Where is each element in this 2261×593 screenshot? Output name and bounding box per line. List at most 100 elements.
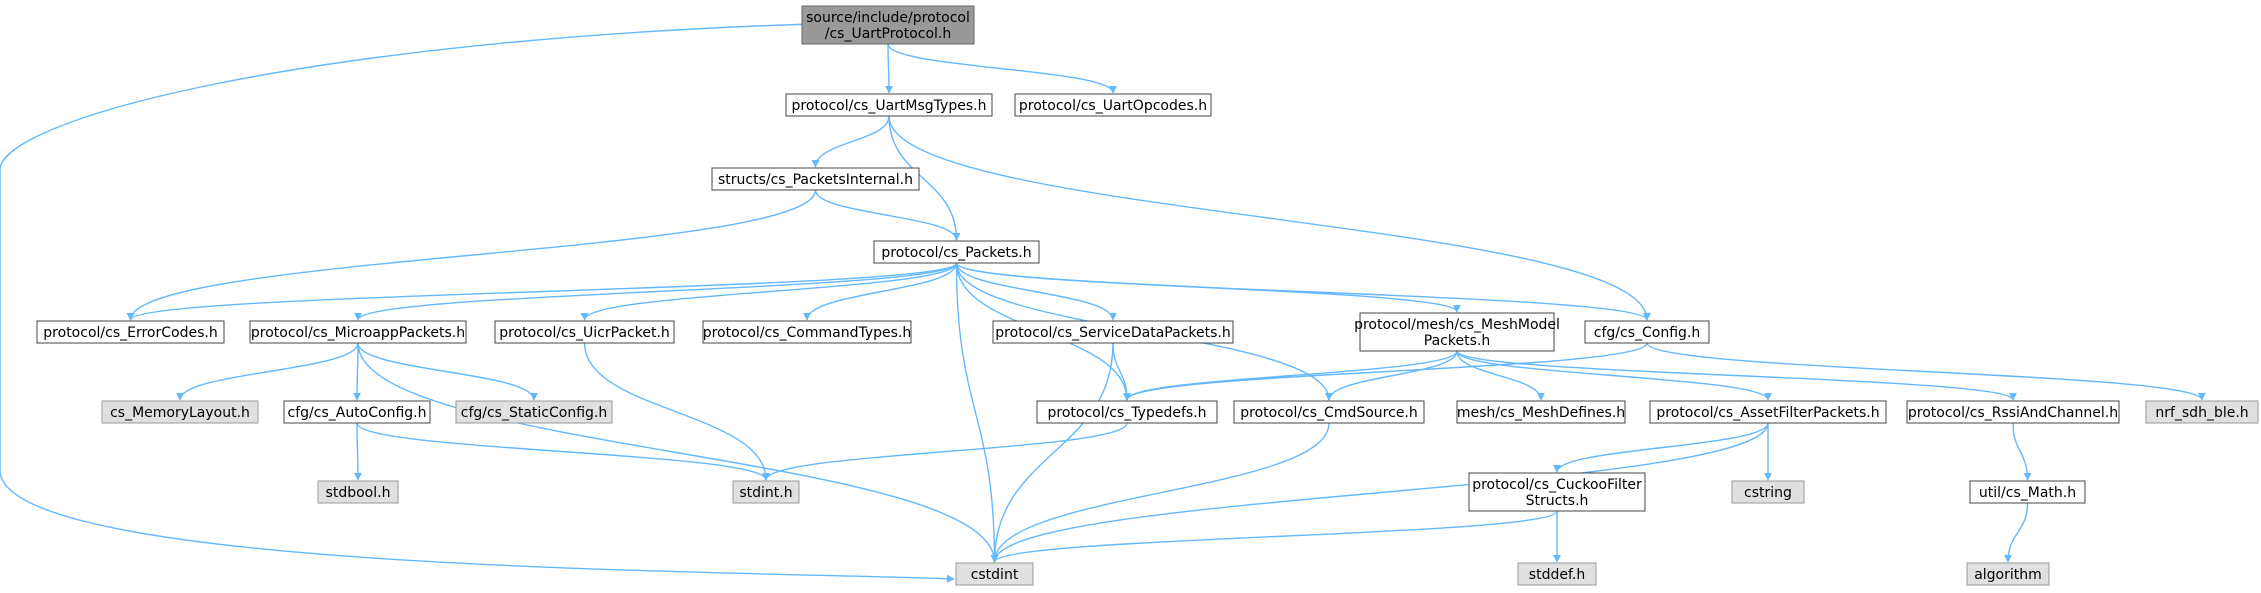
edge-cmdsource-to-cstdint: [990, 422, 1330, 563]
node-config[interactable]: cfg/cs_Config.h: [1584, 320, 1710, 344]
node-label: protocol/cs_Typedefs.h: [1047, 405, 1206, 421]
node-root: source/include/protocol/cs_UartProtocol.…: [801, 5, 975, 45]
edge-packetsinternal-to-errorcodes: [126, 189, 817, 321]
node-label: protocol/cs_UartMsgTypes.h: [792, 98, 987, 114]
dependency-edge: [887, 43, 1117, 94]
dependency-edge: [0, 23, 955, 583]
node-cstdint: cstdint: [955, 562, 1034, 586]
edge-typedefs-to-stdint: [762, 422, 1128, 481]
node-label: structs/cs_PacketsInternal.h: [718, 172, 913, 188]
edges-layer: [0, 23, 2206, 583]
node-box: [1359, 312, 1555, 352]
edge-microapppackets-to-autoconfig: [353, 342, 362, 401]
edge-packets-to-config: [955, 262, 1651, 321]
node-label: mesh/cs_MeshDefines.h: [1457, 405, 1625, 421]
node-box: [494, 320, 675, 344]
dependency-edge: [814, 189, 961, 241]
node-uicrpacket[interactable]: protocol/cs_UicrPacket.h: [494, 320, 675, 344]
node-label: stdint.h: [739, 485, 792, 501]
edge-uartmsgtypes-to-packetsinternal: [811, 115, 890, 168]
node-label: protocol/cs_ServiceDataPackets.h: [995, 325, 1230, 341]
dependency-edge: [1456, 350, 1772, 401]
dependency-edge: [176, 342, 359, 401]
dependency-edge: [955, 262, 1117, 321]
node-packets[interactable]: protocol/cs_Packets.h: [873, 240, 1040, 264]
dependency-edge: [888, 115, 961, 241]
node-box: [1731, 480, 1805, 504]
node-errorcodes[interactable]: protocol/cs_ErrorCodes.h: [36, 320, 225, 344]
node-label: algorithm: [1974, 567, 2042, 583]
edge-meshmodelpackets-to-rssiandchannel: [1456, 350, 2017, 401]
dependency-edge: [990, 422, 1330, 563]
dependency-edge: [353, 422, 362, 481]
node-uartmsgtypes[interactable]: protocol/cs_UartMsgTypes.h: [785, 93, 993, 117]
edge-uicrpacket-to-stdint: [583, 342, 770, 481]
dependency-edge: [583, 342, 770, 481]
node-assetfilterpackets[interactable]: protocol/cs_AssetFilterPackets.h: [1649, 400, 1887, 424]
dependency-edge: [1646, 342, 2206, 401]
edge-packets-to-cstdint: [955, 262, 999, 563]
node-label: cstring: [1744, 485, 1792, 501]
edge-uartmsgtypes-to-config: [888, 115, 1651, 321]
node-cmdsource[interactable]: protocol/cs_CmdSource.h: [1233, 400, 1425, 424]
dependency-edge: [888, 115, 1651, 321]
node-autoconfig[interactable]: cfg/cs_AutoConfig.h: [283, 400, 431, 424]
nodes-layer: source/include/protocol/cs_UartProtocol.…: [36, 5, 2259, 586]
dependency-edge: [1553, 422, 1769, 473]
dependency-edge: [884, 43, 893, 94]
node-typedefs[interactable]: protocol/cs_Typedefs.h: [1036, 400, 1218, 424]
node-box: [711, 167, 920, 191]
node-box: [992, 320, 1234, 344]
node-label: protocol/cs_AssetFilterPackets.h: [1656, 405, 1879, 421]
node-packetsinternal[interactable]: structs/cs_PacketsInternal.h: [711, 167, 920, 191]
node-mathh[interactable]: util/cs_Math.h: [1969, 480, 2086, 504]
node-label: source/include/protocol: [806, 10, 970, 26]
node-label: cstdint: [971, 567, 1019, 583]
node-meshdefines[interactable]: mesh/cs_MeshDefines.h: [1456, 400, 1626, 424]
edge-meshmodelpackets-to-cmdsource: [1325, 350, 1458, 401]
node-memorylayout: cs_MemoryLayout.h: [101, 400, 259, 424]
edge-packetsinternal-to-packets: [814, 189, 961, 241]
dependency-edge: [356, 422, 770, 481]
node-servicedatapackets[interactable]: protocol/cs_ServiceDataPackets.h: [992, 320, 1234, 344]
node-rssiandchannel[interactable]: protocol/cs_RssiAndChannel.h: [1906, 400, 2120, 424]
node-label: cfg/cs_StaticConfig.h: [461, 405, 608, 421]
node-label: protocol/mesh/cs_MeshModel: [1354, 317, 1560, 333]
edge-autoconfig-to-stdint: [356, 422, 770, 481]
dependency-edge: [354, 262, 958, 321]
edge-meshmodelpackets-to-meshdefines: [1456, 350, 1545, 401]
edge-assetfilterpackets-to-cuckoofilterstructs: [1553, 422, 1769, 473]
node-box: [1014, 93, 1212, 117]
edge-meshmodelpackets-to-assetfilterpackets: [1456, 350, 1772, 401]
node-box: [1468, 472, 1646, 512]
edge-root-to-uartopcodes: [887, 43, 1117, 94]
node-box: [702, 320, 912, 344]
edge-uartmsgtypes-to-packets: [888, 115, 961, 241]
edge-microapppackets-to-cstdint: [357, 342, 999, 563]
dependency-edge: [126, 262, 958, 321]
dependency-edge: [2012, 422, 2032, 481]
edge-mathh-to-algorithm: [2004, 502, 2029, 563]
node-box: [955, 562, 1034, 586]
dependency-edge: [990, 342, 1114, 563]
node-box: [249, 320, 467, 344]
node-box: [283, 400, 431, 424]
node-microapppackets[interactable]: protocol/cs_MicroappPackets.h: [249, 320, 467, 344]
node-box: [1517, 562, 1597, 586]
node-commandtypes[interactable]: protocol/cs_CommandTypes.h: [702, 320, 912, 344]
dependency-edge: [955, 262, 999, 563]
node-box: [1036, 400, 1218, 424]
edge-cuckoofilterstructs-to-cstdint: [990, 510, 1558, 563]
node-staticconfig: cfg/cs_StaticConfig.h: [455, 400, 613, 424]
dependency-edge: [762, 422, 1128, 481]
node-label: protocol/cs_CuckooFilter: [1472, 477, 1642, 493]
node-uartopcodes[interactable]: protocol/cs_UartOpcodes.h: [1014, 93, 1212, 117]
node-label: /cs_UartProtocol.h: [825, 26, 952, 42]
edge-packets-to-microapppackets: [354, 262, 958, 321]
dependency-edge: [1456, 350, 2017, 401]
node-label: cs_MemoryLayout.h: [110, 405, 250, 421]
node-box: [455, 400, 613, 424]
